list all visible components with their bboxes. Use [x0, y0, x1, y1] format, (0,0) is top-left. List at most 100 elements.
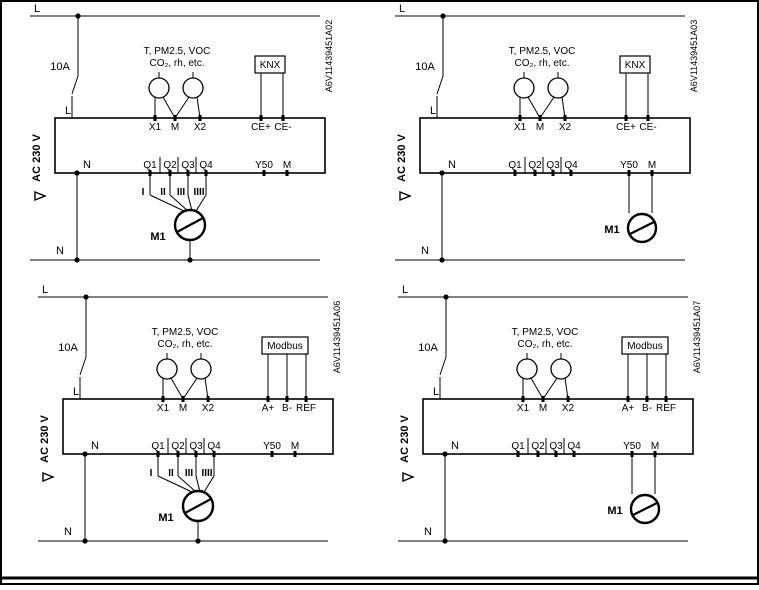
terminal-q2 — [533, 170, 537, 176]
terminal-x2-label: X2 — [562, 403, 575, 414]
terminal-m-label: M — [536, 122, 544, 133]
controller-l-label: L — [433, 386, 439, 398]
supply-voltage-label: AC 230 V — [31, 133, 43, 181]
speed-mark-2: II — [160, 187, 166, 198]
sensor-1-circle — [148, 77, 170, 99]
bus-box — [261, 336, 309, 355]
fuse-label: 10A — [58, 342, 78, 354]
drawing-code: A6V11439451A03 — [689, 20, 699, 92]
line-rail-label: L — [402, 284, 408, 296]
bus-terminal-label-1: A+ — [622, 403, 635, 414]
warning-triangle-icon — [402, 471, 415, 483]
speed-wire-to-motor-2 — [169, 194, 189, 212]
bus-terminal-label-3: REF — [656, 403, 676, 414]
fuse-label: 10A — [415, 61, 435, 73]
motor-label: M1 — [150, 231, 165, 243]
controller-n-label: N — [448, 159, 456, 171]
sensor-2-wire-m — [539, 96, 555, 119]
sensor-1-circle — [516, 358, 538, 380]
fuse-switch-blade — [436, 75, 444, 95]
drawing-code: A6V11439451A02 — [324, 20, 334, 92]
terminal-q4-label: Q4 — [199, 160, 213, 171]
fuse-label: 10A — [418, 342, 438, 354]
terminal-q4 — [572, 451, 576, 457]
terminal-q1-label: Q1 — [143, 160, 157, 171]
sensor-1-wire-m — [170, 377, 184, 400]
bus-box — [619, 55, 651, 74]
bus-terminal-2 — [285, 396, 289, 402]
sensor-extra-label: CO₂, rh, etc. — [517, 339, 572, 350]
controller-l-label: L — [65, 105, 71, 117]
sensor-2-circle — [547, 77, 569, 99]
controller-n-label: N — [91, 440, 99, 452]
terminal-m-out — [285, 170, 289, 176]
terminal-q2-label: Q2 — [531, 441, 545, 452]
motor-symbol-line — [632, 502, 658, 516]
terminal-q4-label: Q4 — [207, 441, 221, 452]
terminal-q3 — [554, 451, 558, 457]
bus-terminal-label-1: CE+ — [251, 122, 271, 133]
supply-voltage-label: AC 230 V — [399, 414, 411, 462]
speed-wire-to-motor-3 — [187, 194, 193, 212]
motor-label: M1 — [604, 224, 619, 236]
bus-terminal-3 — [304, 396, 308, 402]
bus-name-label: Modbus — [267, 341, 303, 352]
line-rail-label: L — [42, 284, 48, 296]
sensor-2-wire-m — [542, 377, 558, 400]
terminal-q3 — [551, 170, 555, 176]
bus-terminal-1 — [259, 115, 263, 121]
terminal-y50 — [270, 451, 274, 457]
terminal-x1-label: X1 — [157, 403, 170, 414]
bus-terminal-label-2: CE- — [639, 122, 656, 133]
bus-name-label: KNX — [260, 60, 281, 71]
bus-terminal-3 — [664, 396, 668, 402]
bus-terminal-2 — [281, 115, 285, 121]
motor-label: M1 — [158, 512, 173, 524]
sensor-2-wire-x2 — [564, 377, 569, 400]
terminal-q2-label: Q2 — [528, 160, 542, 171]
terminal-q3-label: Q3 — [189, 441, 203, 452]
sensor-1-wire-m — [162, 96, 176, 119]
bus-terminal-1 — [266, 396, 270, 402]
speed-mark-4: IIII — [193, 187, 204, 198]
bus-terminal-label-1: CE+ — [616, 122, 636, 133]
speed-mark-4: IIII — [201, 468, 212, 479]
bus-terminal-1 — [624, 115, 628, 121]
motor-symbol-line — [629, 221, 655, 235]
sensor-type-label: T, PM2.5, VOC — [509, 46, 576, 57]
terminal-y50-label: Y50 — [263, 441, 281, 452]
terminal-q1-label: Q1 — [511, 441, 525, 452]
warning-triangle-icon — [34, 190, 47, 202]
sensor-1-wire-m — [527, 96, 541, 119]
motor-symbol-line — [184, 498, 212, 514]
bus-terminal-1 — [626, 396, 630, 402]
terminal-q2-label: Q2 — [163, 160, 177, 171]
bus-terminal-label-2: B- — [642, 403, 652, 414]
controller-box — [62, 398, 334, 455]
speed-mark-2: II — [168, 468, 174, 479]
terminal-y50-label: Y50 — [255, 160, 273, 171]
sensor-extra-label: CO₂, rh, etc. — [149, 58, 204, 69]
terminal-q1-label: Q1 — [508, 160, 522, 171]
bus-terminal-label-3: REF — [296, 403, 316, 414]
controller-n-label: N — [451, 440, 459, 452]
fuse-switch-blade — [71, 75, 79, 95]
bus-terminal-2 — [646, 115, 650, 121]
drawing-code: A6V11439451A07 — [692, 301, 702, 373]
neutral-rail-label: N — [64, 526, 72, 538]
bus-terminal-label-2: CE- — [274, 122, 291, 133]
terminal-x1-label: X1 — [149, 122, 162, 133]
line-junction — [440, 13, 446, 19]
speed-wire-to-motor-1 — [157, 475, 193, 493]
bus-terminal-label-2: B- — [282, 403, 292, 414]
sensor-2-wire-x2 — [196, 96, 201, 119]
motor-neutral-junction — [195, 538, 201, 544]
terminal-q1 — [513, 170, 517, 176]
controller-l-label: L — [73, 386, 79, 398]
controller-l-label: L — [430, 105, 436, 117]
bus-terminal-label-1: A+ — [262, 403, 275, 414]
